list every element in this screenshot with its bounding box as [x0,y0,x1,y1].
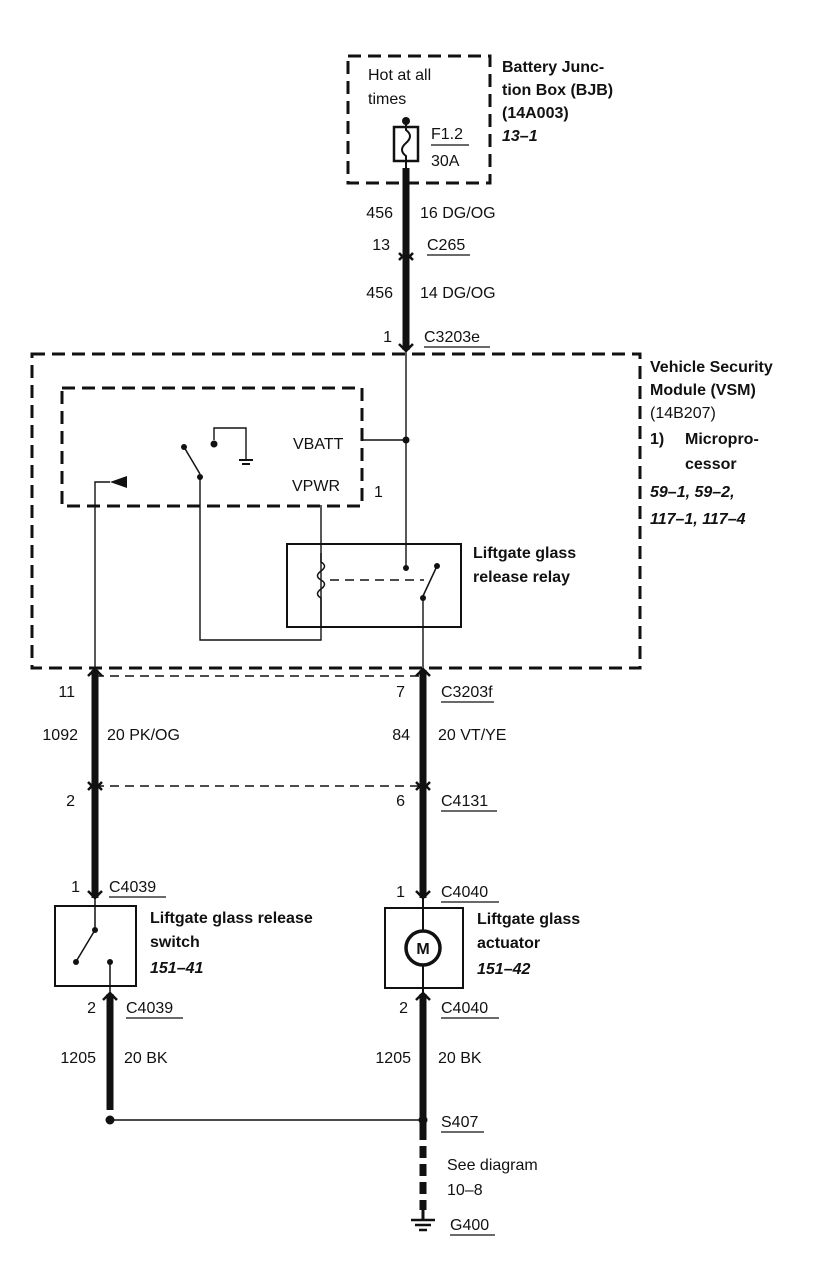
microprocessor-boundary [60,386,364,508]
actuator-label-2: actuator [477,935,540,952]
vsm-refs-1: 59–1, 59–2, [650,484,735,501]
right-gnd-circuit: 1205 [375,1050,411,1067]
right-c4040-pin-top: 1 [396,884,405,901]
bjb-title-3: (14A003) [502,105,569,122]
actuator-ref: 151–42 [477,961,530,978]
left-gauge-color: 20 PK/OG [107,727,180,744]
right-c4040-pin-bot: 2 [399,1000,408,1017]
vsm-title-2: Module (VSM) [650,382,756,399]
bjb-boundary [346,54,492,185]
left-gnd-circuit: 1205 [60,1050,96,1067]
relay-label-2: release relay [473,569,570,586]
feed-w1-gauge-color: 16 DG/OG [420,205,496,222]
vsm-title-3: (14B207) [650,405,716,422]
right-circuit: 84 [392,727,410,744]
left-c4131-pin: 2 [66,793,75,810]
switch-label-1: Liftgate glass release [150,910,313,927]
fuse-id: F1.2 [431,126,463,143]
left-c4039-pin-bot: 2 [87,1000,96,1017]
vsm-boundary [30,352,642,670]
c4039-bot-label: C4039 [126,1000,173,1017]
vsm-note-marker: 1 [374,484,383,501]
left-c4131-connector-bot [87,781,103,791]
c3203f-label: C3203f [441,684,493,701]
vsm-note-2: cessor [685,456,737,473]
right-c4131-connector-bot [415,781,431,791]
vsm-refs-2: 117–1, 117–4 [650,511,746,528]
vpwr-loop-wire [199,477,322,641]
internal-switch-icon [181,427,253,480]
left-c3203f-connector [87,667,103,677]
fuse-rating: 30A [431,153,460,170]
feed-w2-circuit: 456 [366,285,393,302]
bjb-hot-text-2: times [368,91,406,108]
vbatt-label: VBATT [293,436,344,453]
left-c4039-pin-top: 1 [71,879,80,896]
left-c4039-connector-bot [102,991,118,1001]
switch-ref: 151–41 [150,960,203,977]
bjb-title-2: tion Box (BJB) [502,82,613,99]
feed-w2-gauge-color: 14 DG/OG [420,285,496,302]
c4040-top-label: C4040 [441,884,488,901]
c265-connector [398,251,414,262]
right-gauge-color: 20 VT/YE [438,727,506,744]
s407-splice-dot [418,1115,428,1125]
see-diagram-2: 10–8 [447,1182,483,1199]
right-c4040-connector-bot [415,991,431,1001]
c4039-top-label: C4039 [109,879,156,896]
fuse-icon [392,117,420,168]
left-splice-dot [105,1115,115,1125]
release-switch-icon [73,898,113,994]
right-c4131-connector-top [415,781,431,791]
left-c4131-connector-top [87,781,103,791]
relay-label-1: Liftgate glass [473,545,576,562]
right-c3203f-connector [415,667,431,677]
g400-label: G400 [450,1217,489,1234]
ground-icon [411,1210,435,1232]
right-gnd-gauge-color: 20 BK [438,1050,482,1067]
motor-label: M [416,941,429,958]
bjb-hot-text-1: Hot at all [368,67,431,84]
left-circuit: 1092 [42,727,78,744]
c265-pin: 13 [372,237,390,254]
s407-label: S407 [441,1114,478,1131]
motor-icon [404,898,442,994]
bjb-ref: 13–1 [502,128,538,145]
input-arrow-icon [110,476,127,488]
right-c3203f-pin: 7 [396,684,405,701]
see-diagram-1: See diagram [447,1157,538,1174]
left-gnd-gauge-color: 20 BK [124,1050,168,1067]
vpwr-label: VPWR [292,478,340,495]
vsm-title-1: Vehicle Security [650,359,773,376]
relay-coil-icon [316,553,424,627]
vsm-note-1: Micropro- [685,431,759,448]
relay-box [286,543,462,628]
vsm-note-num: 1) [650,431,664,448]
bjb-title-1: Battery Junc- [502,59,604,76]
right-c4131-pin: 6 [396,793,405,810]
relay-contact-icon [403,563,440,601]
actuator-label-1: Liftgate glass [477,911,580,928]
switch-label-2: switch [150,934,200,951]
c3203e-pin: 1 [383,329,392,346]
feed-w1-circuit: 456 [366,205,393,222]
left-c3203f-pin: 11 [58,684,75,701]
c4040-bot-label: C4040 [441,1000,488,1017]
c265-label: C265 [427,237,465,254]
switch-sense-wire [94,481,110,668]
c4131-label: C4131 [441,793,488,810]
c3203e-label: C3203e [424,329,480,346]
